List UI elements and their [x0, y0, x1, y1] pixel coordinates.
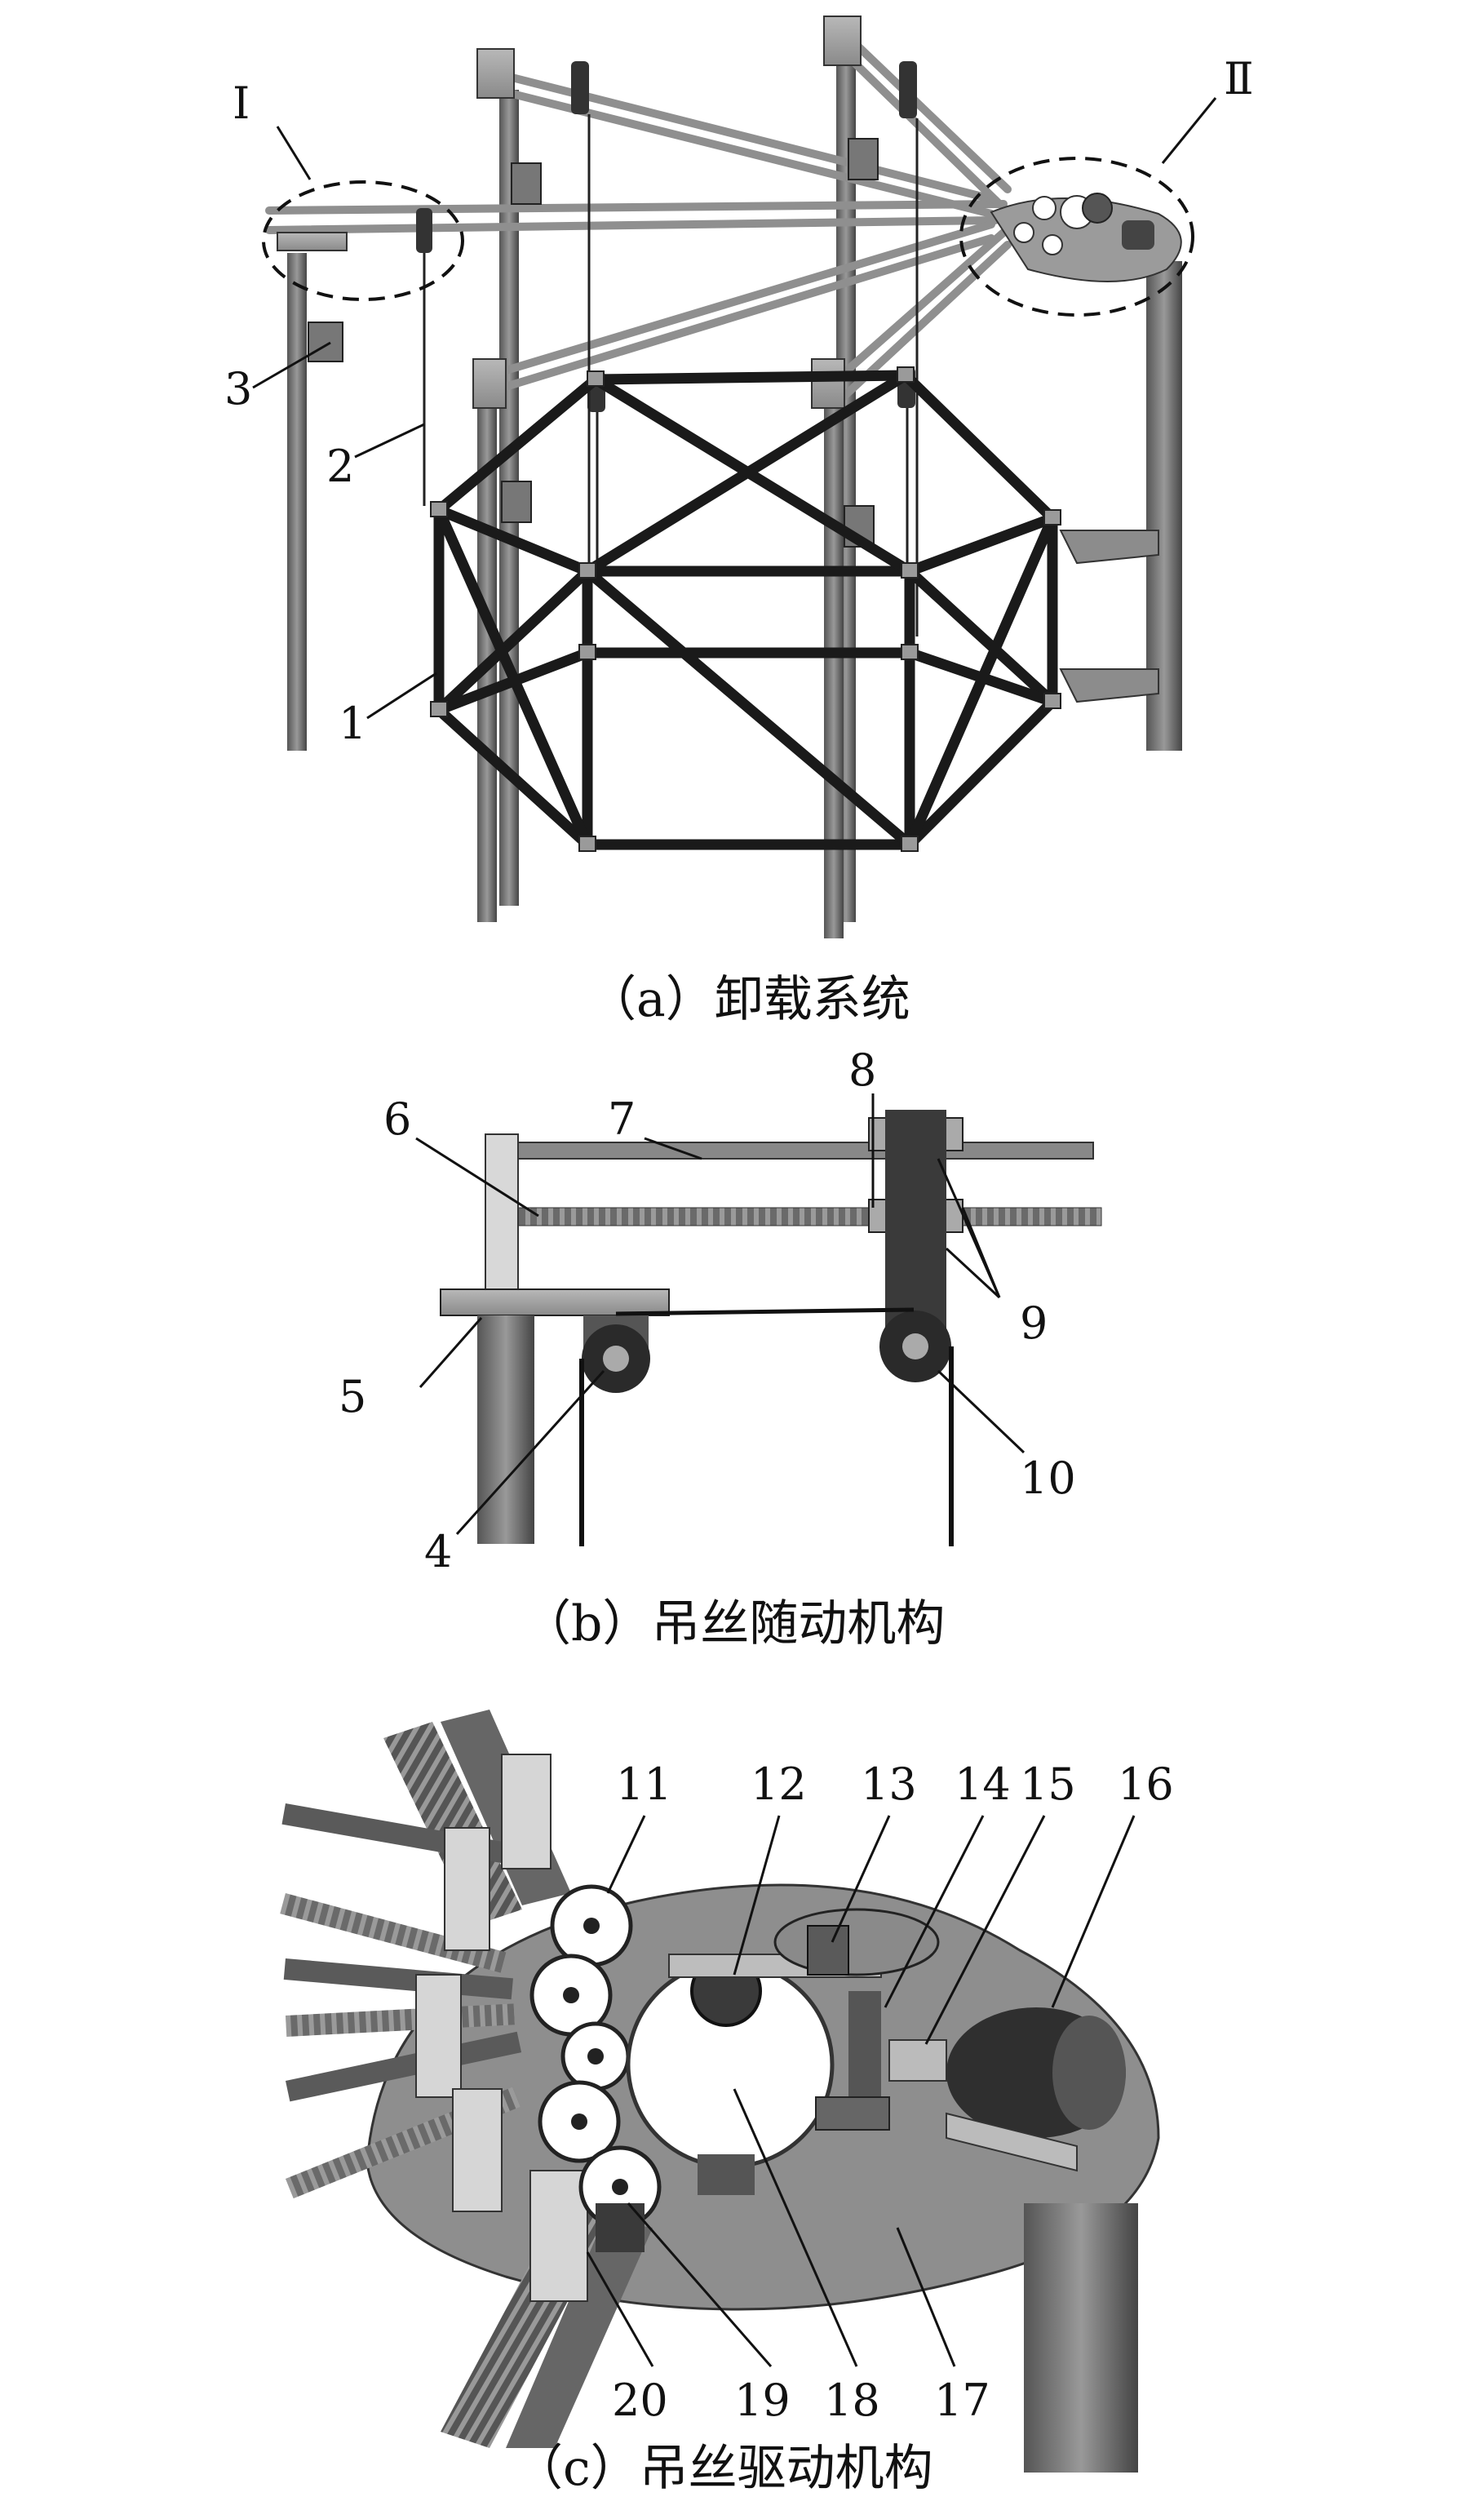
caption-c: （c）吊丝驱动机构 [514, 2440, 933, 2497]
support-post [477, 1315, 534, 1544]
label-12: 12 [751, 1759, 807, 1810]
carriage [885, 1110, 946, 1346]
label-11: 11 [616, 1759, 672, 1810]
l-bracket [485, 1133, 519, 1306]
gear-icon [1082, 193, 1113, 224]
motor-face [1052, 2016, 1126, 2130]
label-1: 1 [339, 698, 366, 749]
counterweight [511, 162, 542, 205]
radial-beams [265, 25, 1012, 404]
truss-structure [433, 370, 1058, 850]
counterweight [848, 138, 879, 180]
label-18: 18 [824, 2375, 880, 2426]
panel-a-unloading-system: Ⅰ Ⅱ 1 2 3 （a）卸载系统 [224, 16, 1254, 1028]
coupling [888, 2039, 947, 2082]
truss-joints [430, 366, 1061, 852]
lead-screw [505, 1207, 1102, 1226]
mount-bracket [811, 358, 845, 409]
label-10: 10 [1020, 1453, 1076, 1504]
label-3: 3 [224, 363, 252, 415]
label-I: Ⅰ [233, 78, 250, 129]
label-5: 5 [339, 1371, 366, 1422]
motor [1122, 220, 1154, 250]
label-6: 6 [383, 1093, 411, 1145]
base-plate [440, 1288, 670, 1316]
label-16: 16 [1118, 1759, 1174, 1810]
rotary-disc [773, 1908, 940, 1976]
label-8: 8 [848, 1044, 876, 1096]
caption-b: （b）吊丝随动机构 [522, 1595, 945, 1652]
label-17: 17 [934, 2375, 990, 2426]
detail-ellipse-II [959, 157, 1194, 317]
label-15: 15 [1020, 1759, 1076, 1810]
gear-icon [1013, 222, 1034, 243]
brace-bracket [1059, 668, 1159, 703]
label-19: 19 [734, 2375, 791, 2426]
detail-ellipse-I [262, 180, 464, 301]
support-post [824, 392, 844, 938]
label-4: 4 [424, 1526, 452, 1577]
mount-bracket [823, 16, 862, 66]
label-2: 2 [326, 441, 354, 492]
gear-icon [1032, 196, 1057, 220]
label-14: 14 [955, 1759, 1011, 1810]
pulley-hub [603, 1346, 629, 1372]
mount-bracket [277, 232, 348, 251]
counterweight [501, 481, 532, 523]
caption-a: （a）卸载系统 [587, 971, 910, 1028]
bracket-plates [415, 1754, 588, 2302]
worm-base [815, 2096, 890, 2131]
mount-bracket [472, 358, 507, 409]
pulley-hub [902, 1333, 928, 1359]
hub-plate [990, 197, 1182, 282]
guide-rod [489, 1142, 1094, 1160]
gear-icon [1042, 234, 1063, 255]
label-20: 20 [612, 2375, 668, 2426]
disc-slot [807, 1925, 849, 1976]
counterweight [308, 322, 343, 362]
bevel-gear [596, 2203, 645, 2252]
gear-base [698, 2154, 755, 2195]
support-post [287, 253, 307, 751]
mount-bracket [476, 48, 515, 99]
motor-mount [946, 2112, 1078, 2172]
brace-bracket [1059, 530, 1159, 565]
label-13: 13 [861, 1759, 917, 1810]
wire [615, 1307, 915, 1316]
support-post [1024, 2203, 1138, 2473]
panel-c-drive-mechanism: 11 12 13 14 15 16 17 18 19 20 （c）吊丝驱动机构 [280, 1710, 1174, 2497]
label-9: 9 [1020, 1297, 1048, 1349]
label-7: 7 [608, 1093, 636, 1145]
worm-shaft [848, 1991, 881, 2105]
label-II: Ⅱ [1224, 53, 1254, 104]
panel-b-follower-mechanism: 4 5 6 7 8 9 10 （b）吊丝随动机构 [339, 1044, 1102, 1652]
